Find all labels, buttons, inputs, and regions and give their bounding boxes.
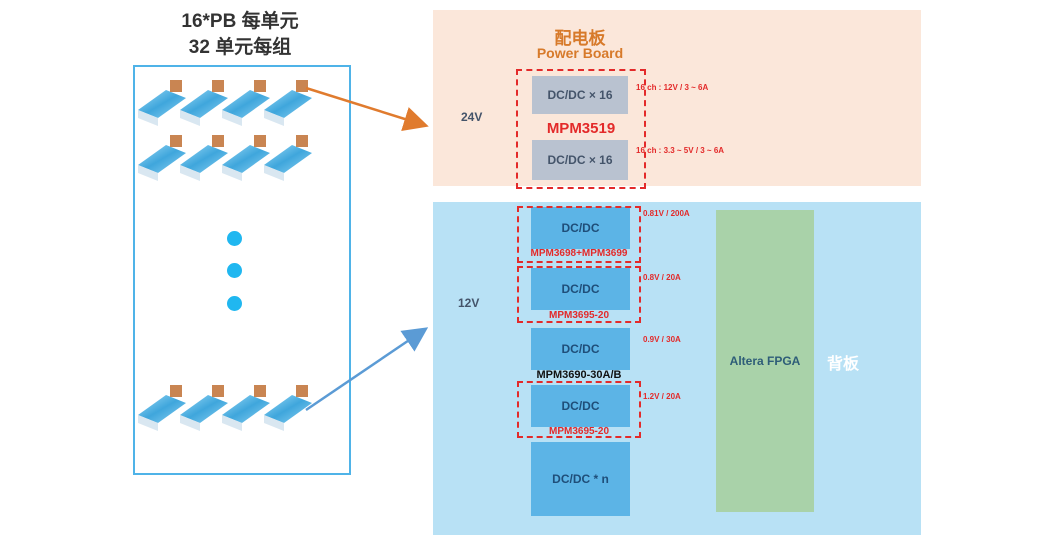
- power-board-title-en: Power Board: [536, 45, 624, 61]
- output-label: 1.2V / 20A: [643, 392, 681, 401]
- chip-label: MPM3698+MPM3699: [530, 248, 628, 259]
- chip-label-mpm3519: MPM3519: [546, 120, 616, 137]
- chip-dashed-frame: [517, 266, 641, 323]
- chip-label: MPM3695-20: [548, 426, 610, 437]
- power-board-panel: [433, 10, 921, 186]
- backplane-input-label: 12V: [458, 296, 480, 310]
- output-label: 16 ch : 3.3 ~ 5V / 3 ~ 6A: [636, 146, 725, 155]
- chip-dashed-frame: [517, 381, 641, 438]
- backplane-panel: [433, 202, 921, 535]
- mpm3519-dashed-frame: [516, 69, 646, 189]
- dcdc-converter-box: DC/DC × 16: [532, 140, 628, 180]
- module-row-last: [138, 385, 312, 431]
- fpga-block: Altera FPGA: [716, 210, 814, 512]
- dcdc-rail-box: DC/DC: [531, 328, 630, 370]
- ellipsis-dot: [227, 296, 242, 311]
- module-row-2: [138, 135, 312, 181]
- left-title-line1: 16*PB 每单元: [181, 11, 299, 32]
- ellipsis-dot: [227, 263, 242, 278]
- arrow-to-backplane: [305, 327, 429, 412]
- output-label: 16 ch : 12V / 3 ~ 6A: [636, 83, 709, 92]
- power-board-title-cn: 配电板: [554, 29, 606, 48]
- chip-label: MPM3690-30A/B: [536, 369, 622, 381]
- output-label: 0.81V / 200A: [643, 209, 690, 218]
- dcdc-rail-box: DC/DC: [531, 385, 630, 427]
- output-label: 0.8V / 20A: [643, 273, 681, 282]
- chip-dashed-frame: [517, 206, 641, 263]
- left-title-line2: 32 单元每组: [188, 37, 292, 58]
- backplane-title: 背板: [827, 356, 860, 373]
- arrow-to-power-board: [305, 86, 429, 131]
- dcdc-rail-box: DC/DC: [531, 268, 630, 310]
- dcdc-converter-box: DC/DC × 16: [532, 76, 628, 114]
- power-board-input-label: 24V: [461, 110, 483, 124]
- output-label: 0.9V / 30A: [643, 335, 681, 344]
- dcdc-rail-box: DC/DC * n: [531, 442, 630, 516]
- chip-label: MPM3695-20: [548, 310, 610, 321]
- module-row-1: [138, 80, 312, 126]
- ellipsis-dot: [227, 231, 242, 246]
- dcdc-rail-box: DC/DC: [531, 207, 630, 249]
